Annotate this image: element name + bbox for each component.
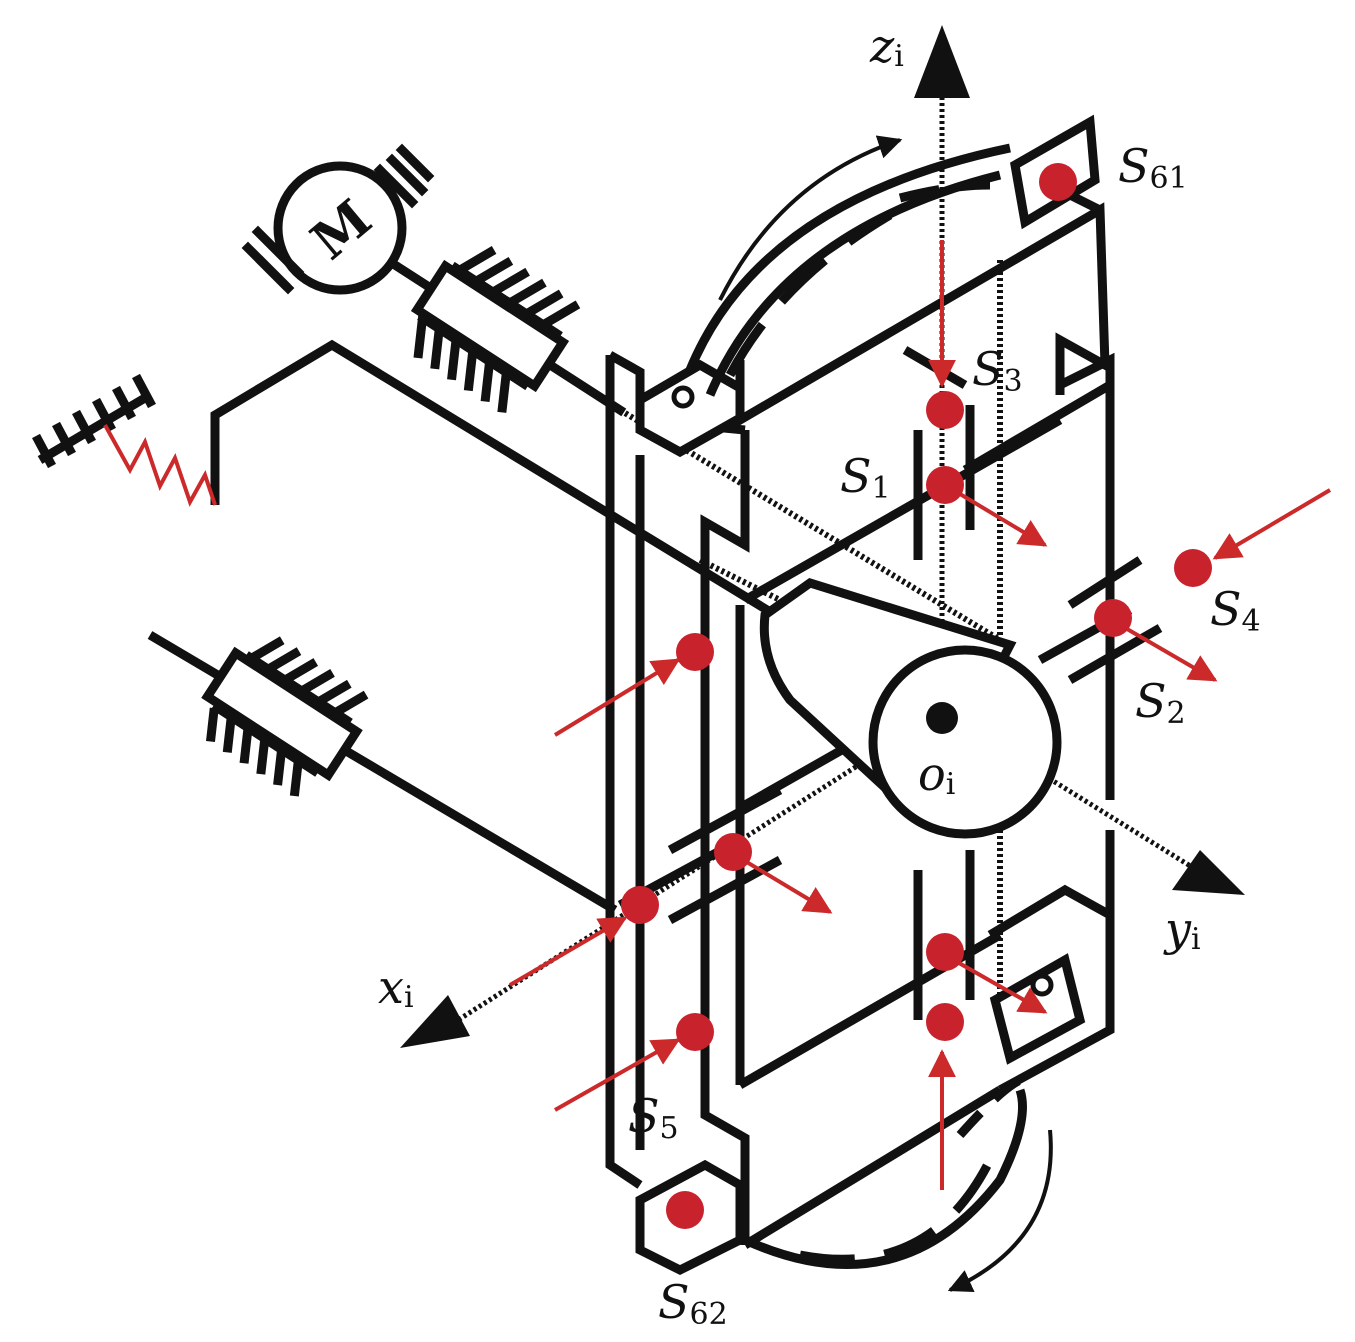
contact-point-lower-bearing-top bbox=[926, 933, 964, 971]
force-arrows bbox=[508, 240, 1332, 1190]
contact-point-s61 bbox=[1039, 163, 1077, 201]
spring-icon bbox=[103, 424, 217, 507]
contact-point-lower-bearing-bottom bbox=[926, 1003, 964, 1041]
label-s61: S61 bbox=[1118, 139, 1188, 196]
label-s4: S4 bbox=[1210, 582, 1261, 639]
rotation-arcs bbox=[685, 143, 1027, 1269]
y-axis-arrowhead bbox=[1172, 850, 1245, 895]
motor-assembly bbox=[241, 143, 627, 417]
label-s3: S3 bbox=[972, 342, 1023, 399]
lower-shaft-bearing bbox=[201, 636, 369, 797]
lower-input-shaft bbox=[147, 631, 618, 914]
contact-points bbox=[621, 163, 1212, 1229]
load-cylinder bbox=[759, 578, 1062, 839]
origin-point bbox=[926, 702, 958, 734]
rotation-direction-arrows bbox=[718, 135, 1053, 1292]
x-axis-arrowhead bbox=[400, 995, 470, 1048]
motor-icon bbox=[273, 161, 407, 295]
contact-point-s2 bbox=[1094, 599, 1132, 637]
x-axis-label: xi bbox=[378, 960, 414, 1015]
top-bearing-block bbox=[635, 359, 745, 458]
y-axis-label: yi bbox=[1163, 902, 1201, 957]
label-s62: S62 bbox=[658, 1275, 728, 1332]
origin-label: oi bbox=[918, 747, 955, 802]
label-s2: S2 bbox=[1135, 674, 1186, 731]
label-s5: S5 bbox=[628, 1089, 679, 1146]
contact-point-x-axis bbox=[621, 886, 659, 924]
bottom-pivot-icon bbox=[1030, 973, 1054, 997]
label-s1: S1 bbox=[840, 449, 891, 506]
contact-point-mid-left bbox=[714, 833, 752, 871]
z-axis-arrowhead bbox=[914, 25, 970, 98]
z-axis-label: zi bbox=[869, 19, 904, 74]
spring-lever bbox=[32, 339, 918, 704]
lower-shaft-axis bbox=[698, 557, 782, 603]
motor-shaft-bearing bbox=[410, 246, 581, 413]
contact-point-s4 bbox=[1174, 549, 1212, 587]
cylinder-end-face bbox=[868, 645, 1062, 839]
contact-point-s62 bbox=[666, 1191, 704, 1229]
contact-point-s1 bbox=[926, 466, 964, 504]
contact-point-s3 bbox=[926, 391, 964, 429]
top-pivot-icon bbox=[671, 385, 695, 409]
contact-point-upper-left bbox=[676, 633, 714, 671]
contact-point-s5 bbox=[676, 1013, 714, 1051]
